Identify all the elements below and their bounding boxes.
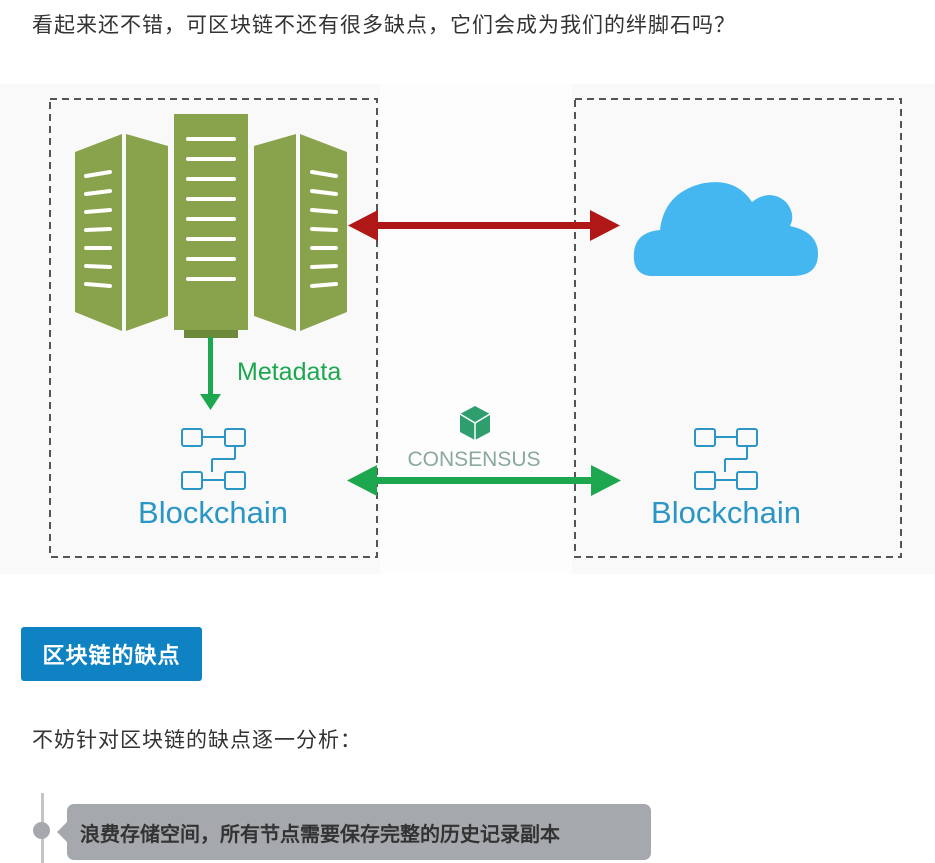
blockchain-architecture-diagram: Metadata Blockchain CONSENSUS Bloc — [0, 84, 935, 574]
consensus-cube-icon — [459, 406, 491, 440]
right-dashed-box — [574, 98, 902, 558]
cloud-icon — [633, 182, 818, 276]
green-double-arrow — [347, 465, 621, 496]
consensus-label: CONSENSUS — [407, 448, 540, 471]
left-blockchain-icon — [181, 428, 246, 490]
left-dashed-box — [49, 98, 378, 558]
intro-paragraph: 看起来还不错，可区块链不还有很多缺点，它们会成为我们的绊脚石吗？ — [32, 13, 736, 37]
left-blockchain-label: Blockchain — [138, 495, 288, 530]
red-double-arrow — [348, 210, 620, 241]
point-callout-text: 浪费存储空间，所有节点需要保存完整的历史记录副本 — [80, 821, 560, 846]
metadata-label: Metadata — [237, 358, 341, 386]
right-blockchain-label: Blockchain — [651, 495, 801, 530]
analysis-intro-paragraph: 不妨针对区块链的缺点逐一分析： — [32, 728, 362, 752]
right-blockchain-icon — [694, 428, 758, 490]
server-rack-icon — [75, 114, 347, 338]
section-title-badge: 区块链的缺点 — [21, 627, 202, 681]
metadata-arrow — [200, 337, 221, 410]
point-callout: 浪费存储空间，所有节点需要保存完整的历史记录副本 — [57, 804, 651, 860]
timeline-dot — [33, 822, 50, 839]
